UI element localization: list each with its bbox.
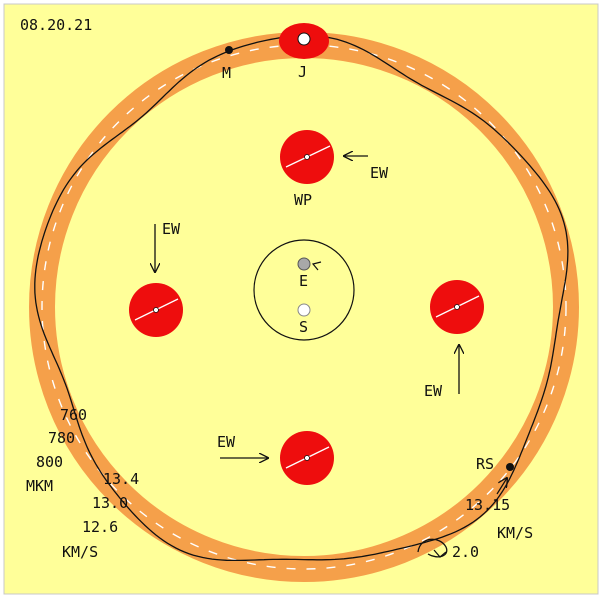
speed-unit-right: KM/S (497, 524, 533, 542)
m-point (225, 46, 233, 54)
distance-760: 760 (60, 406, 87, 424)
speed-arrow (496, 478, 507, 495)
ew-label-right: EW (424, 382, 443, 400)
ew-label-top: EW (370, 164, 389, 182)
earth-marker (297, 257, 311, 271)
loop-marker (417, 538, 448, 558)
orbit-belt-dashes (41, 44, 567, 570)
ew-label-left: EW (162, 220, 181, 238)
vortex-top (280, 130, 334, 184)
j-label: J (298, 63, 307, 81)
speed-13-4: 13.4 (103, 470, 139, 488)
speed-13-0: 13.0 (92, 494, 128, 512)
speed-12-6: 12.6 (82, 518, 118, 536)
distance-unit: MKM (26, 477, 53, 495)
vortex-right (430, 280, 484, 334)
marker-value-2-0: 2.0 (452, 543, 479, 561)
vortex-bottom (280, 431, 334, 485)
m-label: M (222, 64, 231, 82)
earth-orbit-arrow (311, 261, 322, 271)
loop-marker-arrow (433, 549, 447, 558)
vortex-left (129, 283, 183, 337)
wave-trajectory-line (34, 34, 569, 562)
rs-label: RS (476, 455, 494, 473)
e-label: E (299, 272, 308, 290)
ew-label-bottom: EW (217, 433, 236, 451)
jupiter-marker (279, 23, 329, 59)
s-label: S (299, 318, 308, 336)
date-label: 08.20.21 (20, 16, 92, 34)
sun-marker (297, 303, 311, 317)
wp-label: WP (294, 191, 312, 209)
rs-point (506, 463, 514, 471)
distance-800: 800 (36, 453, 63, 471)
speed-13-15: 13.15 (465, 496, 510, 514)
speed-unit-left: KM/S (62, 543, 98, 561)
distance-780: 780 (48, 429, 75, 447)
earth-orbit (253, 239, 355, 341)
